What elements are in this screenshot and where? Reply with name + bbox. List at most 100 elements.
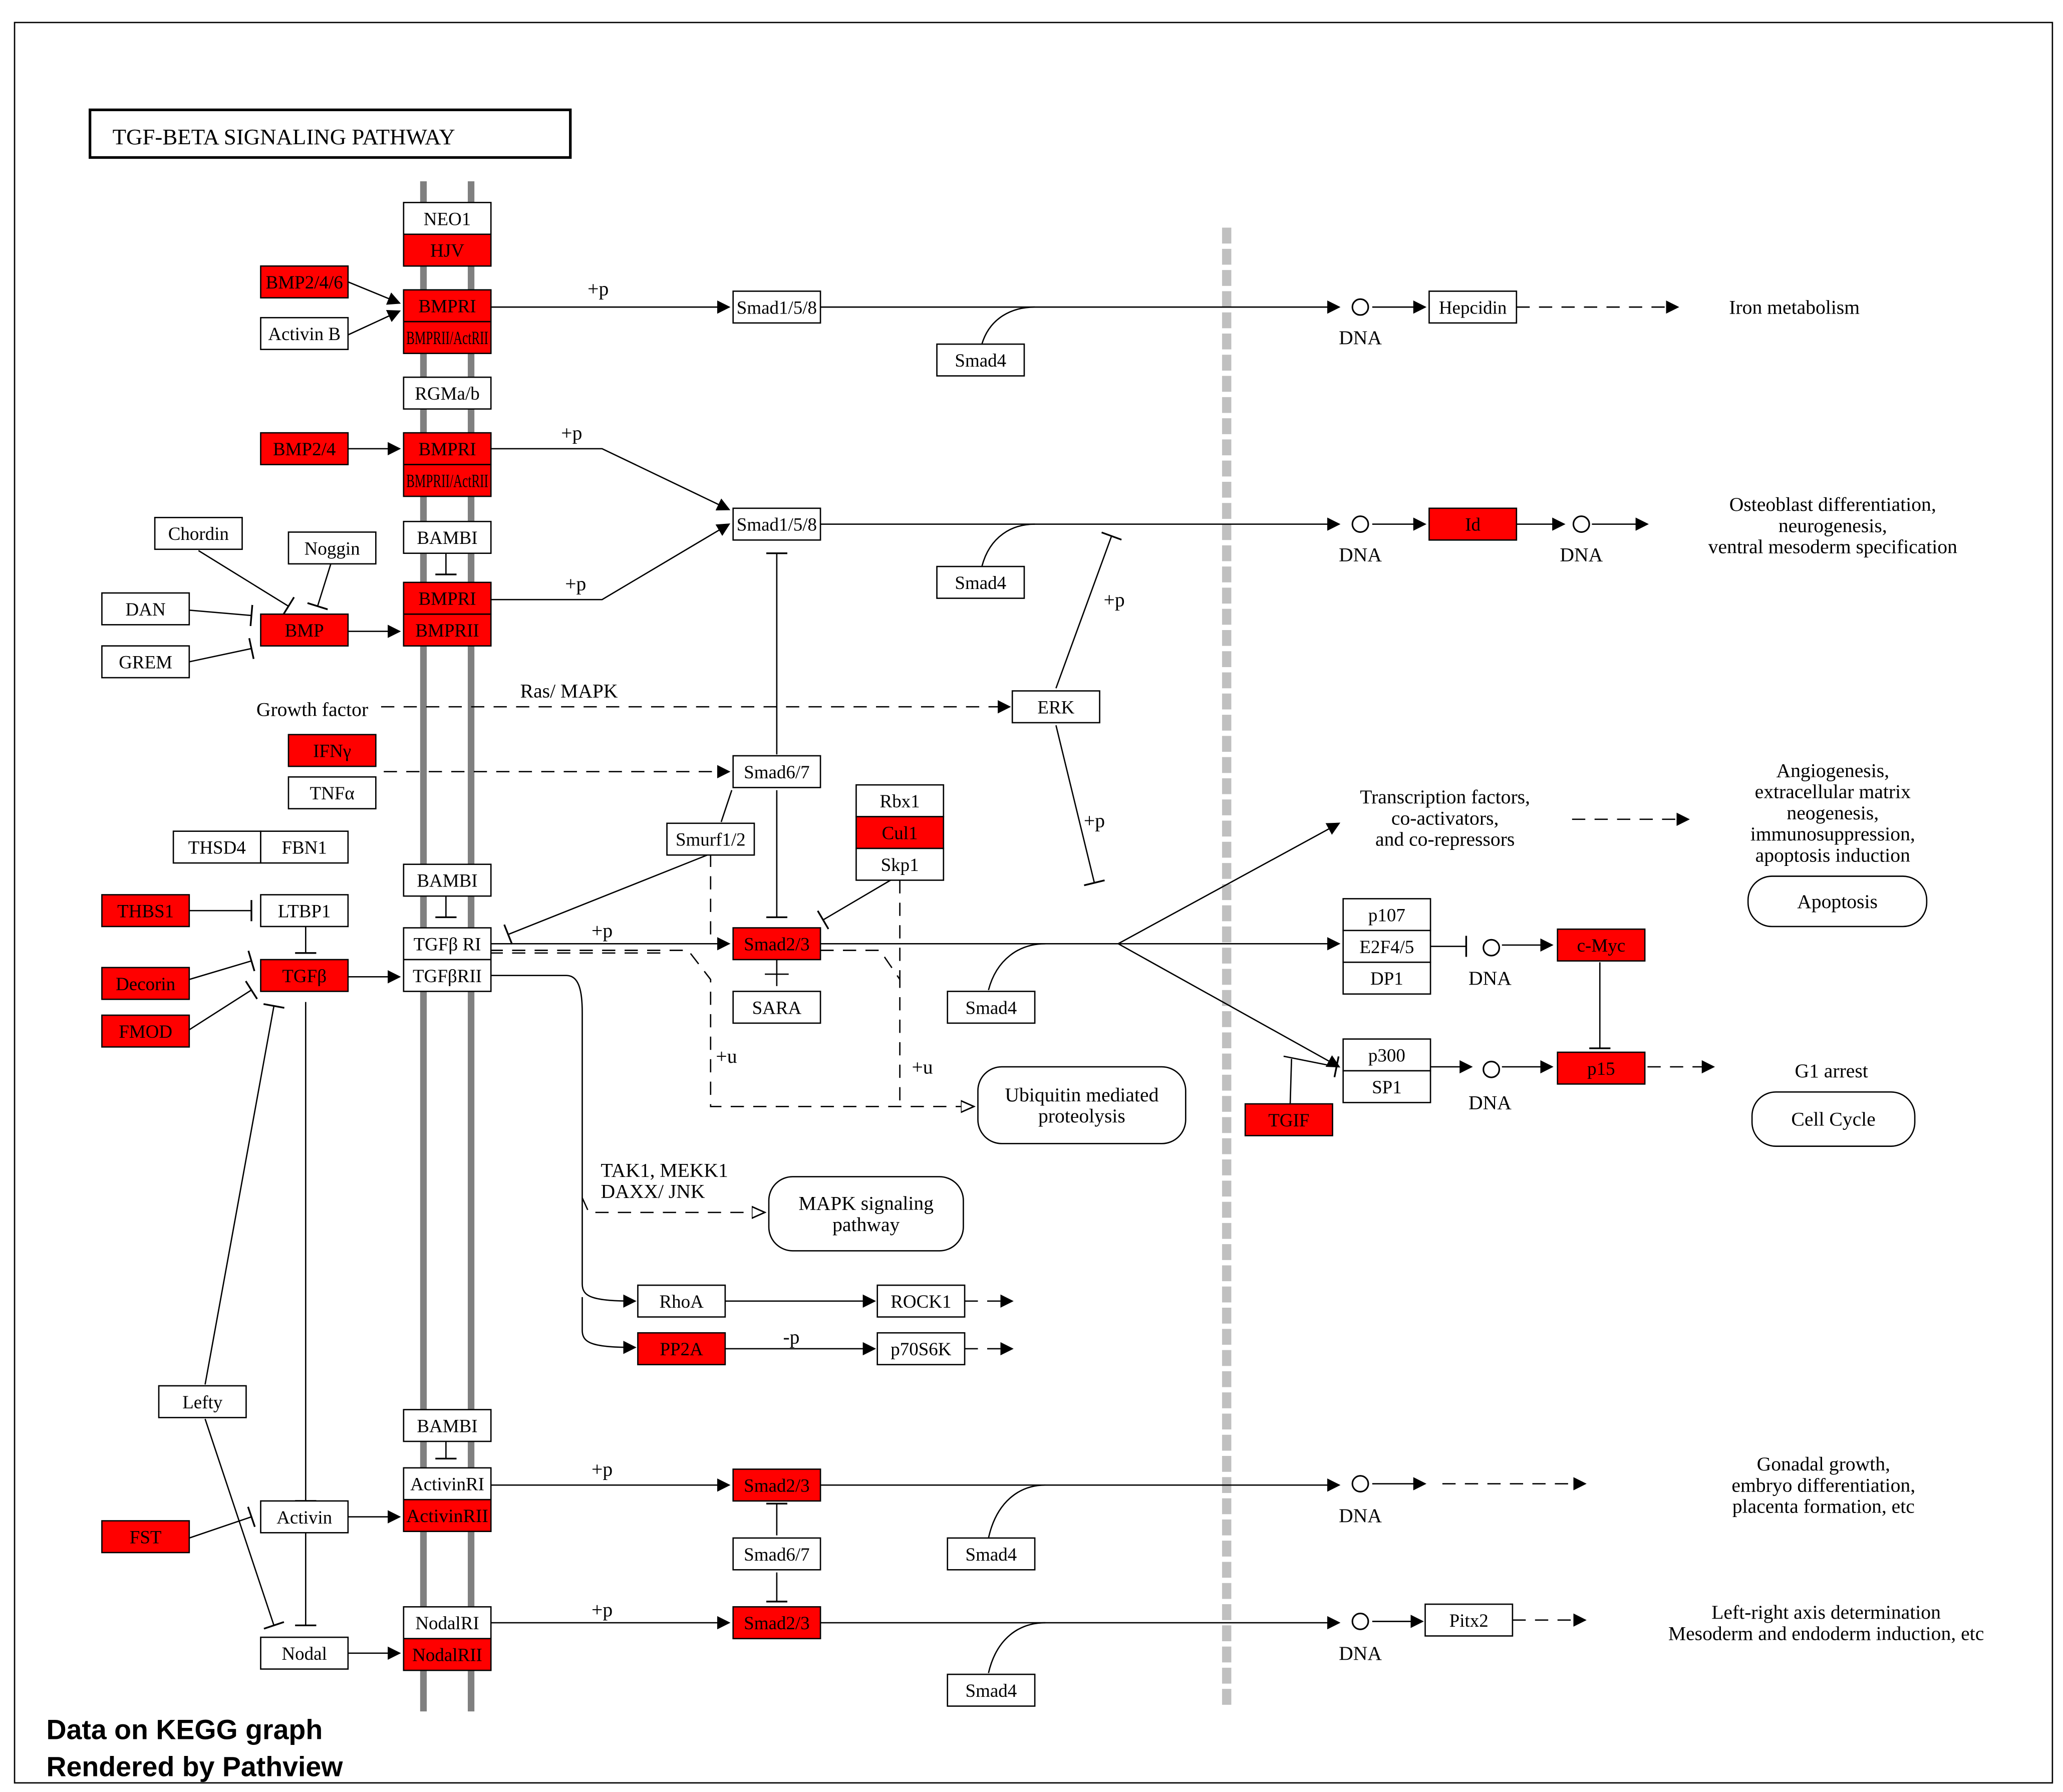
modifier-label: +u	[912, 1056, 933, 1078]
node-label: SP1	[1372, 1077, 1402, 1098]
label-osteo: neurogenesis,	[1779, 514, 1887, 536]
node-smad4-5: Smad4	[947, 1673, 1036, 1707]
node-label: p300	[1368, 1045, 1405, 1066]
node-bambi-1: BAMBI	[403, 520, 492, 554]
label-tf: co-activators,	[1391, 807, 1499, 829]
node-dp1: DP1	[1342, 961, 1431, 995]
label-angio: neogenesis,	[1787, 802, 1879, 824]
node-ltbp1: LTBP1	[260, 894, 349, 928]
node-smad67-2: Smad6/7	[732, 1537, 821, 1571]
node-bmprii-actrii-2: BMPRII/ActRII	[403, 464, 492, 497]
node-rbx1: Rbx1	[855, 784, 945, 817]
footer-line-1: Data on KEGG graph	[46, 1714, 323, 1745]
node-label: Smad2/3	[744, 934, 809, 955]
node-label: E2F4/5	[1359, 937, 1414, 958]
node-label: BMP	[285, 621, 324, 641]
node-label: LTBP1	[278, 901, 331, 922]
node-bmpri-3: BMPRI	[403, 581, 492, 615]
node-pp2a: PP2A	[637, 1332, 726, 1365]
node-nodalri: NodalRI	[403, 1606, 492, 1640]
node-bmprii-3: BMPRII	[403, 613, 492, 647]
node-label: IFNγ	[313, 741, 351, 762]
node-label: Lefty	[182, 1392, 223, 1413]
modifier-label: +p	[1104, 588, 1125, 611]
node-label: TGFβ	[282, 966, 327, 987]
node-label: FMOD	[119, 1022, 172, 1042]
node-ifng: IFNγ	[287, 734, 377, 767]
node-label: ActivinRII	[406, 1506, 488, 1527]
node-label: Smad6/7	[744, 762, 809, 783]
node-label: BMPRI	[418, 296, 476, 317]
node-skp1: Skp1	[855, 847, 945, 881]
node-label: PP2A	[660, 1339, 704, 1360]
modifier-label: +p	[592, 1599, 613, 1621]
node-label: TNFα	[310, 783, 355, 804]
title-box: TGF-BETA SIGNALING PATHWAY	[89, 108, 572, 159]
label-osteo: ventral mesoderm specification	[1708, 536, 1957, 558]
modifier-label: +p	[561, 422, 582, 444]
node-label: FBN1	[281, 838, 327, 858]
node-activin: Activin	[260, 1500, 349, 1534]
node-label: Activin B	[268, 324, 341, 345]
node-hjv: HJV	[403, 233, 492, 267]
pathway-link-cellcycle[interactable]: Cell Cycle	[1751, 1091, 1916, 1147]
label-angio: immunosuppression,	[1750, 823, 1915, 845]
node-tgif: TGIF	[1244, 1103, 1333, 1136]
dna-label: DNA	[1339, 1642, 1382, 1664]
node-label: DP1	[1370, 969, 1403, 989]
node-fbn1: FBN1	[260, 830, 349, 864]
node-smad4-4: Smad4	[947, 1537, 1036, 1571]
label-leftright: Mesoderm and endoderm induction, etc	[1668, 1622, 1984, 1644]
node-label: RGMa/b	[415, 384, 479, 404]
node-label: GREM	[119, 653, 172, 673]
node-label: BAMBI	[417, 871, 477, 891]
node-label: BMP2/4/6	[266, 272, 343, 293]
node-label: BMP2/4	[273, 439, 336, 460]
node-label: Smad4	[966, 1681, 1017, 1701]
modifier-label: +p	[592, 1458, 613, 1480]
node-fmod: FMOD	[101, 1014, 190, 1048]
node-smurf12: Smurf1/2	[666, 822, 755, 856]
node-chordin: Chordin	[154, 516, 243, 550]
node-label: BAMBI	[417, 528, 477, 548]
node-p15: p15	[1557, 1051, 1646, 1085]
node-label: Decorin	[116, 974, 175, 995]
node-label: NodalRI	[415, 1613, 479, 1634]
node-label: Smad2/3	[744, 1475, 809, 1496]
label-tf: and co-repressors	[1375, 828, 1515, 850]
node-tnfa: TNFα	[287, 776, 377, 810]
node-label: p15	[1587, 1059, 1615, 1079]
dna-label: DNA	[1468, 967, 1512, 989]
label-gonadal: embryo differentiation,	[1731, 1474, 1915, 1496]
dna-label: DNA	[1339, 544, 1382, 566]
node-label: BMPRI	[418, 589, 476, 610]
node-p70s6k: p70S6K	[876, 1332, 966, 1365]
node-label: BMPRI	[418, 439, 476, 460]
node-label: Nodal	[281, 1644, 327, 1664]
pathway-link-apoptosis[interactable]: Apoptosis	[1747, 875, 1928, 928]
label-gonadal: placenta formation, etc	[1732, 1496, 1915, 1518]
node-label: TGIF	[1268, 1110, 1309, 1131]
node-p300: p300	[1342, 1038, 1431, 1072]
page-title: TGF-BETA SIGNALING PATHWAY	[113, 124, 455, 149]
node-smad4-3: Smad4	[947, 991, 1036, 1024]
node-erk: ERK	[1011, 690, 1100, 724]
node-rock1: ROCK1	[876, 1284, 966, 1318]
label-tak1: TAK1, MEKK1	[601, 1159, 728, 1181]
node-label: Smad4	[966, 1545, 1017, 1565]
pathway-link-label: Cell Cycle	[1791, 1108, 1875, 1130]
label-angio: Angiogenesis,	[1776, 759, 1889, 781]
node-thsd4: THSD4	[172, 830, 261, 864]
dna-label: DNA	[1339, 327, 1382, 349]
node-smad67-1: Smad6/7	[732, 755, 821, 788]
node-label: RhoA	[659, 1292, 704, 1312]
node-smad4-2: Smad4	[936, 565, 1025, 599]
dna-label: DNA	[1339, 1505, 1382, 1527]
node-label: Smad4	[955, 573, 1006, 593]
dna-label: DNA	[1560, 544, 1603, 566]
pathway-link-label: proteolysis	[1038, 1105, 1125, 1127]
